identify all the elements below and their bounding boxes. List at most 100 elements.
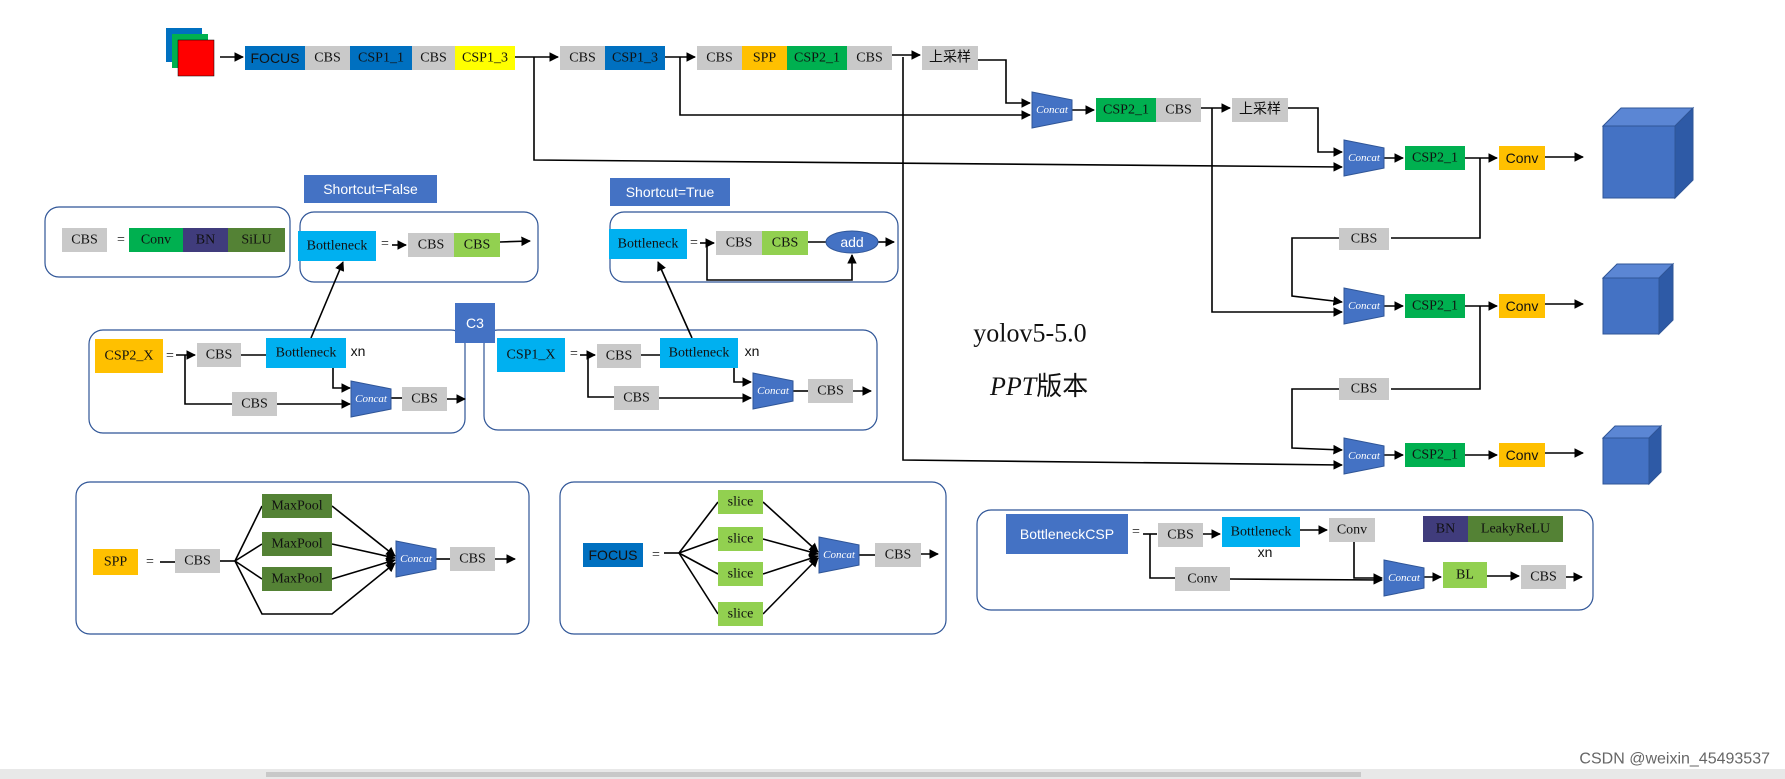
head-conv-2-label: Conv bbox=[1506, 298, 1539, 314]
arrow-head1-to-cbs-down bbox=[1391, 158, 1481, 239]
legend-csp1x-bottleneck-label: Bottleneck bbox=[669, 346, 730, 361]
legend-spp-equals: = bbox=[146, 555, 154, 570]
arrow-head2-to-cbs-down bbox=[1391, 306, 1481, 390]
legend-csp1x bbox=[497, 338, 565, 372]
legend-csp1x-equals: = bbox=[570, 347, 578, 362]
arrow-upsample2-to-concat2 bbox=[1288, 107, 1343, 157]
legend-bcsp-conv-2-label: Conv bbox=[1187, 572, 1217, 587]
legend-maxpool-3-label: MaxPool bbox=[271, 572, 322, 587]
legend-bcsp-concat bbox=[1383, 559, 1425, 597]
legend-bottleneckcsp-panel bbox=[976, 509, 1594, 611]
legend-csp2x-cbs-1-label: CBS bbox=[206, 348, 232, 363]
backbone-cbs-3-label: CBS bbox=[569, 51, 595, 66]
backbone-csp2-1 bbox=[787, 46, 847, 70]
legend-conv-label: Conv bbox=[141, 233, 171, 248]
arrow-s2-to-concat bbox=[762, 538, 819, 557]
legend-csp2x-cbs-2 bbox=[232, 392, 277, 416]
legend-bottleneckcsp bbox=[1006, 514, 1128, 554]
legend-bcsp-cbs-2-label: CBS bbox=[1530, 570, 1556, 585]
arrow-csp1x-bottleneck-to-definition bbox=[657, 261, 693, 339]
backbone-csp1-3-b bbox=[605, 46, 665, 70]
head-conv-2 bbox=[1499, 294, 1545, 318]
head-cbs-down-2 bbox=[1339, 378, 1389, 400]
legend-bcsp-leakyrelu bbox=[1468, 516, 1563, 542]
arrow-bcsp-conv1-to-concat bbox=[1353, 542, 1383, 583]
legend-bcsp-cbs-2 bbox=[1521, 565, 1566, 589]
backbone-cbs-1 bbox=[305, 46, 350, 70]
arrow-focus-fork-s2 bbox=[678, 538, 719, 554]
neck-cbs-a bbox=[1156, 98, 1201, 122]
backbone-cbs-2-label: CBS bbox=[420, 51, 446, 66]
legend-cbs bbox=[62, 228, 107, 252]
legend-bn-false-cbs-2-label: CBS bbox=[464, 238, 490, 253]
legend-bcsp-conv-2 bbox=[1175, 567, 1230, 591]
arrow-focus-fork-s3 bbox=[678, 552, 719, 575]
head-concat-3-label: Concat bbox=[1348, 450, 1381, 462]
legend-spp-cbs-1-label: CBS bbox=[184, 554, 210, 569]
backbone-cbs-3 bbox=[560, 46, 605, 70]
legend-csp1x-concat-label: Concat bbox=[757, 385, 790, 397]
arrow-spp-fork-mp1 bbox=[234, 505, 263, 562]
legend-maxpool-1 bbox=[262, 494, 332, 518]
legend-bcsp-bottleneck bbox=[1222, 517, 1300, 547]
legend-cbs-equals: = bbox=[117, 233, 125, 248]
legend-bcsp-conv-1 bbox=[1329, 518, 1375, 542]
backbone-cbs-4-label: CBS bbox=[706, 51, 732, 66]
legend-csp2x-bottleneck-label: Bottleneck bbox=[276, 346, 337, 361]
legend-bcsp-bl bbox=[1443, 562, 1487, 588]
arrow-s1-to-concat bbox=[762, 501, 819, 553]
legend-slice-4 bbox=[718, 602, 763, 626]
legend-bn-true-cbs-1 bbox=[716, 231, 762, 255]
output-cube-medium-icon bbox=[1601, 262, 1675, 336]
legend-csp2x-concat-label: Concat bbox=[355, 393, 388, 405]
legend-csp1x-label: CSP1_X bbox=[506, 348, 555, 363]
legend-maxpool-2-label: MaxPool bbox=[271, 537, 322, 552]
head-conv-3 bbox=[1499, 443, 1545, 467]
neck-concat-1 bbox=[1031, 91, 1073, 129]
legend-csp1x-bottleneck bbox=[660, 338, 738, 368]
legend-bn-true-cbs-1-label: CBS bbox=[726, 236, 752, 251]
head-cbs-down-2-label: CBS bbox=[1351, 382, 1377, 397]
backbone-csp1-3-a-label: CSP1_3 bbox=[462, 51, 508, 66]
header-shortcut-true bbox=[610, 178, 730, 206]
header-shortcut-false-label: Shortcut=False bbox=[323, 181, 418, 197]
neck-upsample-2-label: 上采样 bbox=[1239, 102, 1281, 118]
backbone-cbs-5 bbox=[847, 46, 892, 70]
arrow-mp3-to-concat bbox=[331, 557, 396, 580]
legend-csp1x-cbs-2-label: CBS bbox=[623, 391, 649, 406]
backbone-csp1-3-a bbox=[455, 46, 515, 70]
legend-bcsp-bn bbox=[1423, 516, 1468, 542]
legend-csp1x-cbs-1-label: CBS bbox=[606, 349, 632, 364]
backbone-focus bbox=[245, 46, 305, 70]
head-csp2-1-b bbox=[1405, 294, 1465, 318]
neck-concat-1-label: Concat bbox=[1036, 104, 1069, 116]
neck-upsample-1-label: 上采样 bbox=[929, 50, 971, 66]
arrow-mp1-to-concat bbox=[331, 505, 396, 557]
legend-csp2x-equals: = bbox=[166, 349, 174, 364]
legend-focus-panel bbox=[559, 481, 947, 635]
legend-slice-3 bbox=[718, 562, 763, 586]
arrow-s4-to-concat bbox=[762, 557, 819, 615]
head-cbs-down-1 bbox=[1339, 228, 1389, 250]
neck-csp2-1-a-label: CSP2_1 bbox=[1103, 103, 1149, 118]
legend-bcsp-bl-label: BL bbox=[1456, 568, 1474, 583]
legend-focus bbox=[583, 543, 643, 567]
legend-slice-2 bbox=[718, 527, 763, 551]
arrow-csp1-3b-skip-to-concat1 bbox=[679, 57, 1031, 120]
arrow-cbs-down2-to-concat4 bbox=[1291, 388, 1343, 455]
legend-bcsp-leakyrelu-label: LeakyReLU bbox=[1481, 522, 1550, 537]
arrow-spp-fork-mp2 bbox=[234, 543, 263, 562]
arrow-csp1x-bn-to-concat bbox=[733, 368, 752, 387]
legend-csp2x-cbs-3 bbox=[402, 387, 447, 411]
legend-spp-panel bbox=[75, 481, 530, 635]
legend-c3 bbox=[455, 303, 495, 343]
diagram-title: yolov5-5.0 bbox=[973, 319, 1086, 348]
arrow-csp1-3a-skip-to-concat2 bbox=[533, 57, 1343, 172]
legend-bn-false-cbs-1 bbox=[408, 233, 454, 257]
backbone-csp1-1-label: CSP1_1 bbox=[358, 51, 404, 66]
legend-spp-label: SPP bbox=[104, 555, 128, 570]
legend-csp2x-label: CSP2_X bbox=[104, 349, 153, 364]
head-csp2-1-a-label: CSP2_1 bbox=[1412, 151, 1458, 166]
neck-upsample-1 bbox=[922, 46, 978, 70]
bottom-scroll-thumb[interactable] bbox=[266, 772, 1361, 777]
